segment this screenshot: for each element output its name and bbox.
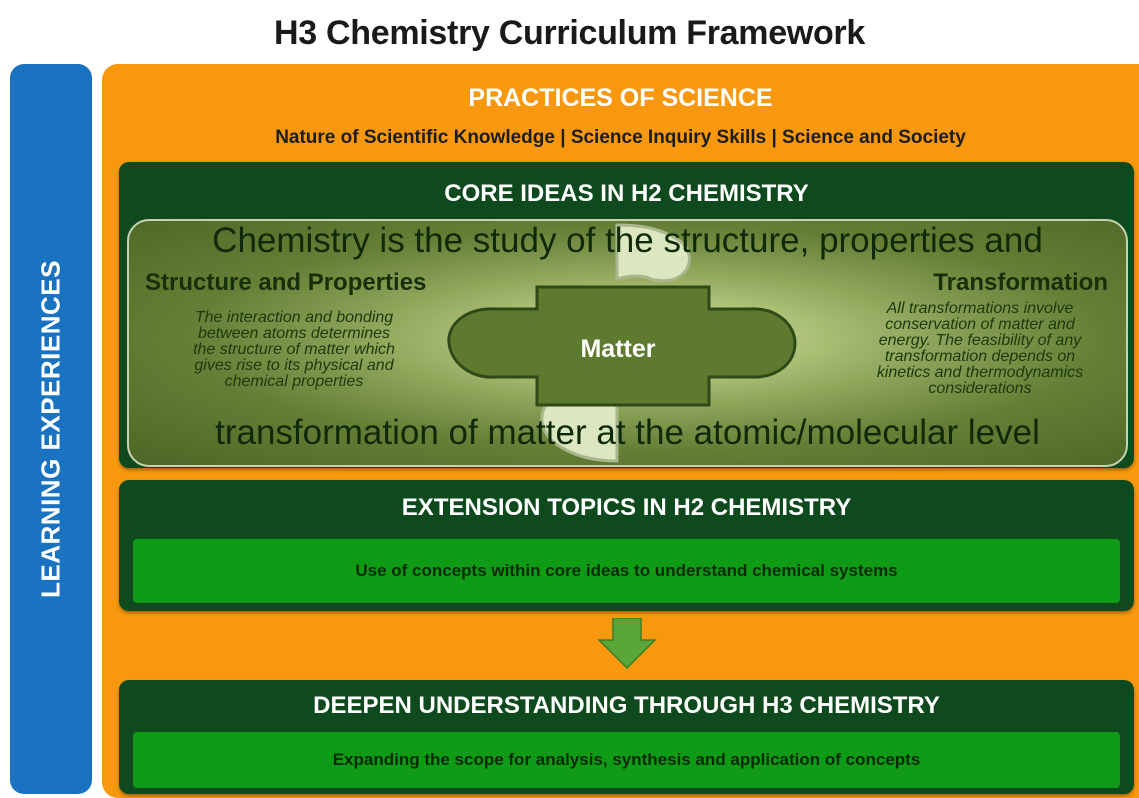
- structure-properties-description: The interaction and bonding between atom…: [149, 310, 439, 390]
- core-ideas-panel: CORE IDEAS IN H2 CHEMISTRY Chemistry is …: [119, 162, 1134, 468]
- deepen-understanding-title: DEEPEN UNDERSTANDING THROUGH H3 CHEMISTR…: [313, 692, 940, 719]
- puzzle-piece-top: [615, 223, 691, 283]
- practices-of-science-frame: PRACTICES OF SCIENCE Nature of Scientifi…: [102, 64, 1139, 798]
- practices-subtitle: Nature of Scientific Knowledge | Science…: [275, 127, 966, 148]
- core-ideas-illustration: Chemistry is the study of the structure,…: [127, 219, 1128, 467]
- tr-line: kinetics and thermodynamics: [876, 364, 1084, 381]
- learning-experiences-label: LEARNING EXPERIENCES: [35, 260, 66, 598]
- deepen-understanding-panel: DEEPEN UNDERSTANDING THROUGH H3 CHEMISTR…: [119, 680, 1134, 794]
- tr-line: considerations: [928, 380, 1032, 397]
- chemistry-definition-line-1: Chemistry is the study of the structure,…: [212, 221, 1043, 260]
- matter-label: Matter: [580, 335, 656, 363]
- sp-line: between atoms determines: [197, 325, 391, 342]
- down-arrow-icon: [597, 618, 657, 670]
- transformation-heading: Transformation: [933, 269, 1108, 296]
- tr-line: energy. The feasibility of any: [878, 332, 1082, 349]
- puzzle-graphic: [447, 223, 797, 463]
- transformation-description: All transformations involve conservation…: [840, 301, 1120, 397]
- extension-topics-box: Use of concepts within core ideas to und…: [133, 539, 1120, 603]
- structure-properties-heading: Structure and Properties: [145, 269, 427, 296]
- matter-piece: [447, 285, 797, 407]
- learning-experiences-bar: LEARNING EXPERIENCES: [10, 64, 92, 794]
- sp-line: the structure of matter which: [193, 341, 395, 358]
- sp-line: chemical properties: [224, 373, 364, 390]
- deepen-understanding-box: Expanding the scope for analysis, synthe…: [133, 732, 1120, 788]
- core-ideas-title: CORE IDEAS IN H2 CHEMISTRY: [444, 180, 809, 207]
- extension-topics-title: EXTENSION TOPICS IN H2 CHEMISTRY: [401, 494, 852, 521]
- tr-line: All transformations involve: [886, 300, 1074, 317]
- sp-line: gives rise to its physical and: [194, 357, 394, 374]
- tr-line: conservation of matter and: [885, 316, 1075, 333]
- sp-line: The interaction and bonding: [194, 309, 394, 326]
- practices-title: PRACTICES OF SCIENCE: [468, 84, 773, 112]
- tr-line: transformation depends on: [884, 348, 1076, 365]
- chemistry-definition-line-2: transformation of matter at the atomic/m…: [215, 413, 1040, 452]
- framework-title: H3 Chemistry Curriculum Framework: [274, 14, 865, 52]
- extension-topics-panel: EXTENSION TOPICS IN H2 CHEMISTRY Use of …: [119, 480, 1134, 611]
